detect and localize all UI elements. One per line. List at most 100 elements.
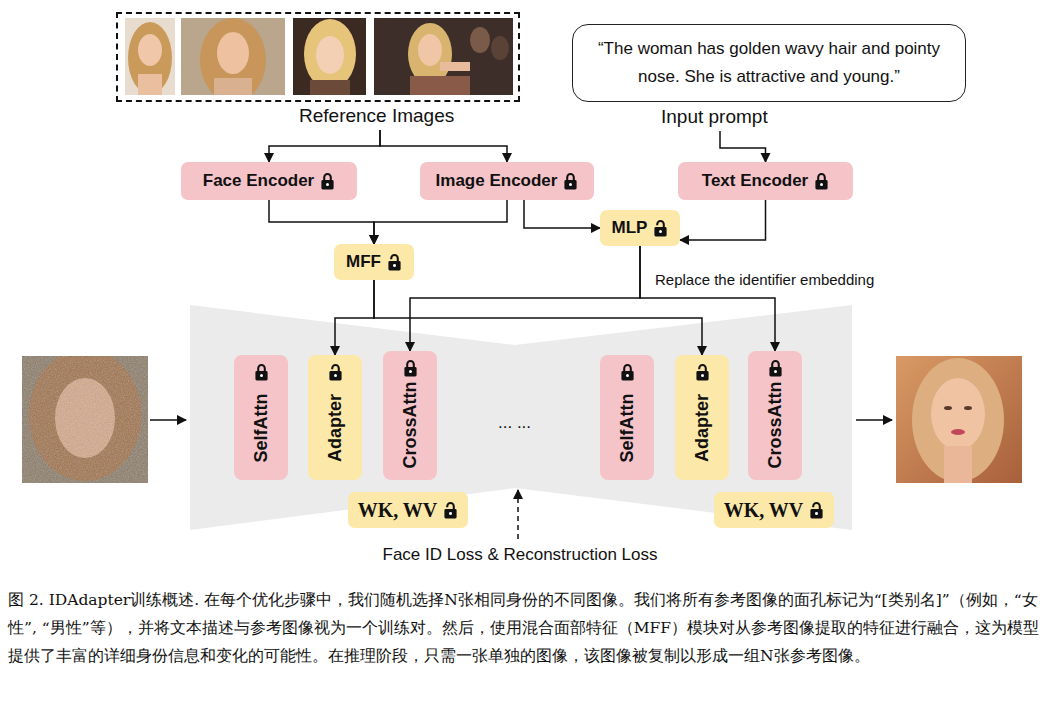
- lock-body: [255, 371, 267, 380]
- annotation-text: Replace the identifier embedding: [655, 271, 874, 288]
- connector: [335, 280, 374, 355]
- reference-photo: [374, 18, 513, 95]
- lock-keyhole: [820, 183, 823, 186]
- loss-label: Face ID Loss & Reconstruction Loss: [383, 545, 658, 565]
- lock-shackle: [391, 255, 398, 262]
- lock-keyhole: [774, 370, 777, 373]
- unlock-icon: [387, 253, 402, 271]
- lock-shackle: [699, 365, 706, 372]
- lock-shackle: [818, 174, 825, 181]
- prompt-box: “The woman has golden wavy hair and poin…: [572, 24, 966, 102]
- reference-images-frame: Reference Images: [116, 12, 520, 102]
- lock-shackle: [407, 361, 414, 368]
- unlock-icon: [443, 501, 458, 519]
- figure-caption: 图 2. IDAdapter训练概述. 在每个优化步骤中，我们随机选择N张相同身…: [8, 586, 1042, 670]
- connector: [524, 200, 600, 228]
- lock-body: [329, 371, 341, 380]
- lock-body: [404, 367, 416, 376]
- connector: [374, 280, 702, 355]
- lock-body: [811, 509, 823, 518]
- connector: [269, 200, 374, 244]
- weights-box: WK, WV: [714, 492, 835, 528]
- node-text: Reference Images: [299, 105, 454, 127]
- lock-keyhole: [659, 230, 662, 233]
- node-text: Adapter: [325, 393, 346, 461]
- node-text: CrossAttn: [400, 382, 421, 469]
- connector: [269, 130, 380, 162]
- lock-body: [322, 180, 334, 189]
- lock-body: [621, 371, 633, 380]
- lock-shackle: [448, 503, 455, 510]
- lock-keyhole: [449, 512, 452, 515]
- output-arrow: [856, 419, 892, 421]
- lock-keyhole: [569, 183, 572, 186]
- lock-icon: [254, 363, 269, 381]
- node-text: WK, WV: [358, 499, 438, 522]
- lock-body: [565, 180, 577, 189]
- encoder-box: Image Encoder: [420, 162, 594, 200]
- node-text: “The woman has golden wavy hair and poin…: [587, 35, 951, 91]
- mlp-box: MLP: [600, 210, 680, 246]
- lock-icon: [620, 363, 635, 381]
- loss-arrow: [517, 490, 519, 539]
- lock-shackle: [258, 365, 265, 372]
- lock-shackle: [568, 174, 575, 181]
- lock-icon: [563, 172, 578, 190]
- attention-block: SelfAttn: [234, 355, 288, 480]
- lock-icon: [768, 359, 783, 377]
- reference-photo: [293, 18, 366, 95]
- connector: [374, 200, 507, 244]
- unlock-icon: [653, 219, 668, 237]
- node-text: Adapter: [692, 393, 713, 461]
- lock-body: [445, 509, 457, 518]
- encoder-box: Face Encoder: [181, 162, 357, 200]
- node-text: WK, WV: [724, 499, 804, 522]
- lock-shackle: [332, 365, 339, 372]
- lock-keyhole: [815, 512, 818, 515]
- lock-body: [769, 367, 781, 376]
- lock-icon: [403, 359, 418, 377]
- node-text: Image Encoder: [436, 171, 558, 191]
- connector: [410, 246, 640, 351]
- node-text: CrossAttn: [765, 382, 786, 469]
- unlock-icon: [695, 363, 710, 381]
- weights-box: WK, WV: [348, 492, 469, 528]
- lock-icon: [320, 172, 335, 190]
- node-text: MLP: [612, 218, 648, 238]
- attention-block: CrossAttn: [748, 351, 802, 480]
- unlock-icon: [809, 501, 824, 519]
- reference-photo: [181, 18, 285, 95]
- node-text: MFF: [346, 252, 381, 272]
- unlock-icon: [328, 363, 343, 381]
- adapter-block: Adapter: [675, 355, 729, 480]
- node-text: Text Encoder: [702, 171, 808, 191]
- lock-shackle: [324, 174, 331, 181]
- fusion-box: MFF: [334, 244, 414, 280]
- lock-keyhole: [409, 370, 412, 373]
- lock-shackle: [658, 221, 665, 228]
- lock-keyhole: [626, 374, 629, 377]
- attention-block: SelfAttn: [600, 355, 654, 480]
- lock-shackle: [814, 503, 821, 510]
- connector: [640, 246, 775, 351]
- lock-body: [816, 180, 828, 189]
- connector: [680, 200, 766, 240]
- adapter-block: Adapter: [308, 355, 362, 480]
- input-arrow: [150, 419, 186, 421]
- output-image: [896, 356, 1022, 483]
- lock-keyhole: [326, 183, 329, 186]
- noisy-input-image: [22, 356, 148, 483]
- connector: [720, 131, 766, 162]
- lock-keyhole: [260, 374, 263, 377]
- unet-shape: [190, 305, 852, 530]
- encoder-box: Text Encoder: [678, 162, 853, 200]
- lock-body: [388, 261, 400, 270]
- lock-shackle: [624, 365, 631, 372]
- lock-keyhole: [701, 374, 704, 377]
- connector: [380, 130, 507, 162]
- lock-keyhole: [334, 374, 337, 377]
- node-heading: Input prompt: [661, 106, 768, 128]
- node-text: Face Encoder: [203, 171, 315, 191]
- lock-body: [655, 227, 667, 236]
